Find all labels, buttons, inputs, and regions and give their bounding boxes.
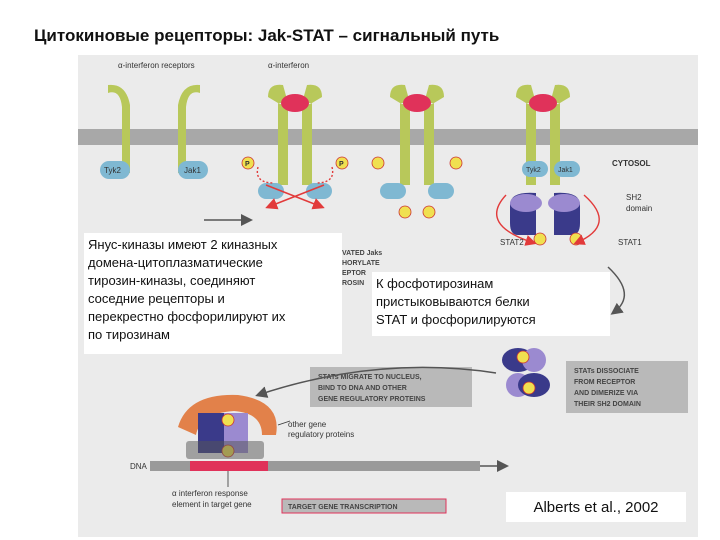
dna-label: DNA <box>130 462 148 471</box>
citation-credit: Alberts et al., 2002 <box>506 492 686 522</box>
janus-kinase-callout: Янус-киназы имеют 2 киназных домена-цито… <box>84 233 342 354</box>
dissociate-box-line: AND DIMERIZE VIA <box>574 390 638 397</box>
cell-membrane <box>78 129 698 145</box>
migrate-box <box>310 367 472 407</box>
interferon-ligand <box>281 94 309 112</box>
receptor-pair-phosphorylated <box>371 84 463 219</box>
receptor-pair-stat-docking: Tyk2 Jak1 STAT2 STAT1 SH2 domain <box>496 84 652 247</box>
dna-strand <box>150 461 480 471</box>
diagram-svg: CYTOSOL α-interferon receptors α-interfe… <box>78 61 698 514</box>
dissociate-box-line: THEIR SH2 DOMAIN <box>574 401 641 408</box>
transcription-box-label: TARGET GENE TRANSCRIPTION <box>288 504 398 511</box>
dissociate-box-line: STATs DISSOCIATE <box>574 368 639 375</box>
tyk2-label: Tyk2 <box>526 167 541 174</box>
phospho-label: P <box>339 161 344 168</box>
transcription-box <box>281 498 447 514</box>
migrate-box-line: GENE REGULATORY PROTEINS <box>318 396 426 403</box>
migrate-box-line: BIND TO DNA AND OTHER <box>318 385 407 392</box>
jak1-label: Jak1 <box>558 167 573 174</box>
nucleus-arrow <box>255 366 497 398</box>
partial-caption-line: HORYLATE <box>342 260 380 267</box>
interferon-label: α-interferon <box>268 61 309 70</box>
response-element-label: element in target gene <box>172 500 252 509</box>
dissociate-box-line: FROM RECEPTOR <box>574 379 635 386</box>
receptors-label: α-interferon receptors <box>118 61 195 70</box>
jak1-label: Jak1 <box>184 166 201 175</box>
partial-caption-line: EPTOR <box>342 270 366 277</box>
dissociation-arrow <box>607 266 625 315</box>
pointer-line <box>277 420 291 426</box>
partial-caption-line: ROSIN <box>342 280 364 287</box>
stat-dimer <box>502 348 550 397</box>
receptor-pair-bound: P P <box>241 84 349 210</box>
other-gene-label: regulatory proteins <box>288 430 354 439</box>
stat-callout: К фосфотирозинам пристыковываются белки … <box>372 272 610 336</box>
other-gene-label: other gene <box>288 420 327 429</box>
sh2-label: SH2 <box>626 193 642 202</box>
dissociate-box <box>566 361 688 413</box>
tyk2-label: Tyk2 <box>104 166 121 175</box>
stat1-label: STAT1 <box>618 238 642 247</box>
phospho-label: P <box>245 161 250 168</box>
response-element <box>190 461 268 471</box>
migrate-box-line: STATs MIGRATE TO NUCLEUS, <box>318 374 422 381</box>
domain-label: domain <box>626 204 652 213</box>
partial-caption-line: VATED Jaks <box>342 250 382 257</box>
cytosol-label: CYTOSOL <box>612 159 651 168</box>
nuclear-complex <box>178 394 277 459</box>
cross-phosphorylation-arrow <box>265 184 325 210</box>
receptor-pair-resting: Tyk2 Jak1 <box>100 84 208 179</box>
slide-title: Цитокиновые рецепторы: Jak-STAT – сигнал… <box>34 26 500 45</box>
stat2-label: STAT2 <box>500 238 524 247</box>
response-element-label: α interferon response <box>172 489 248 498</box>
